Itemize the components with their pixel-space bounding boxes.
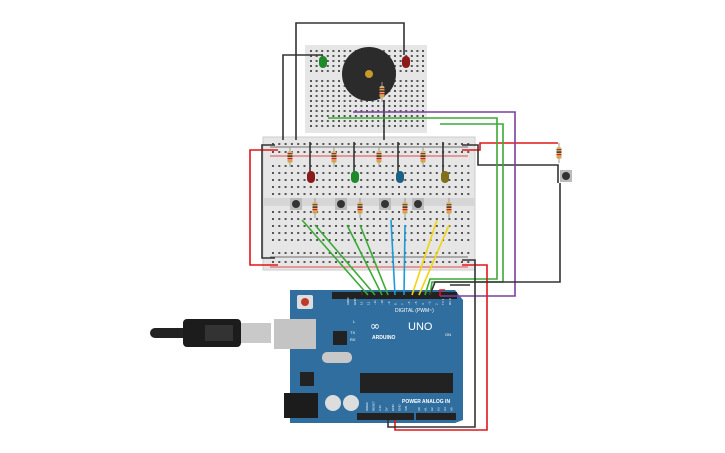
wire[interactable] (301, 219, 369, 296)
push-button[interactable] (290, 198, 302, 210)
wire[interactable] (359, 224, 389, 296)
led-tx-label: TX (350, 330, 355, 335)
push-button[interactable] (335, 198, 347, 210)
wire[interactable] (249, 149, 278, 266)
wire[interactable] (353, 111, 516, 297)
wire[interactable] (346, 224, 383, 296)
digital-header[interactable] (332, 292, 457, 299)
arduino-logo-icon: ∞ (370, 319, 380, 333)
resistor[interactable] (357, 198, 363, 218)
pin-label: ~3 (428, 301, 432, 305)
wire[interactable] (411, 219, 438, 296)
power-header[interactable] (357, 413, 414, 420)
wire[interactable] (462, 144, 559, 183)
wire[interactable] (261, 144, 275, 259)
power-jack (284, 393, 318, 418)
atmega-chip (360, 373, 453, 393)
led-l-label: L (353, 319, 356, 324)
power-pin-label: GND (391, 404, 395, 412)
led[interactable] (396, 171, 404, 183)
wire[interactable] (282, 54, 323, 140)
resistor[interactable] (446, 198, 452, 218)
push-button[interactable] (412, 198, 424, 210)
wire[interactable] (403, 224, 406, 296)
resistor[interactable] (379, 82, 385, 102)
resistor[interactable] (402, 198, 408, 218)
analog-pin-label: A5 (450, 407, 454, 411)
resistor[interactable] (331, 147, 337, 167)
piezo-buzzer[interactable] (342, 47, 396, 101)
power-pin-label: 5V (385, 407, 389, 411)
pin-label: ~10 (380, 300, 384, 305)
pin-label: 4 (421, 303, 425, 305)
led[interactable] (402, 56, 410, 68)
wire[interactable] (429, 183, 561, 296)
pin-label: ~11 (373, 300, 377, 305)
analog-pin-label: A4 (443, 407, 447, 411)
led-on-label: ON (445, 332, 451, 337)
pin-label: RX 0 (448, 298, 452, 305)
pin-label: ~9 (387, 301, 391, 305)
brand-label: ARDUINO (372, 335, 395, 341)
power-pin-label: RESET (372, 401, 376, 411)
analog-pin-label: A1 (424, 407, 428, 411)
pin-label: AREF (346, 297, 350, 305)
wire[interactable] (314, 224, 376, 296)
resistor[interactable] (287, 147, 293, 167)
wire[interactable] (439, 289, 445, 296)
wire[interactable] (295, 22, 405, 140)
analog-pin-label: A2 (430, 407, 434, 411)
wire[interactable] (390, 219, 396, 296)
pin-label: ~5 (414, 301, 418, 305)
led[interactable] (307, 171, 315, 183)
analog-pin-label: A3 (437, 407, 441, 411)
resistor[interactable] (556, 143, 562, 163)
resistor[interactable] (312, 198, 318, 218)
push-button[interactable] (560, 170, 572, 182)
power-pin-label: 3.3V (378, 405, 382, 411)
wire[interactable] (418, 224, 450, 296)
arduino-uno[interactable]: DIGITAL (PWM~) UNO ∞ ARDUINO POWER ANALO… (274, 290, 463, 423)
power-pin-label: IOREF (365, 402, 369, 411)
pin-label: 7 (400, 303, 404, 305)
led[interactable] (441, 171, 449, 183)
pin-label: 13 (360, 301, 364, 305)
usb-cable (150, 319, 271, 347)
resistor[interactable] (376, 147, 382, 167)
push-button[interactable] (379, 198, 391, 210)
led-rx-label: RX (350, 337, 356, 342)
led[interactable] (319, 56, 327, 68)
usb-port (274, 319, 316, 349)
analog-pin-label: A0 (417, 407, 421, 411)
analog-header[interactable] (416, 413, 456, 420)
pin-label: GND (353, 298, 357, 306)
analog-label: ANALOG IN (422, 399, 450, 405)
pin-label: 8 (394, 303, 398, 305)
pin-label: ~6 (407, 301, 411, 305)
pin-label: TX 1 (441, 298, 445, 305)
pin-label: 12 (366, 301, 370, 305)
wires (249, 22, 561, 431)
digital-label: DIGITAL (PWM~) (395, 308, 434, 314)
wire[interactable] (328, 117, 498, 296)
resistor[interactable] (420, 147, 426, 167)
power-label: POWER (402, 399, 421, 405)
power-pin-label: VIN (404, 406, 408, 411)
led[interactable] (351, 171, 359, 183)
wire[interactable] (462, 142, 558, 151)
model-label: UNO (408, 321, 433, 333)
power-pin-label: GND (398, 404, 402, 412)
pin-label: 2 (434, 303, 438, 305)
wire[interactable] (387, 259, 476, 428)
